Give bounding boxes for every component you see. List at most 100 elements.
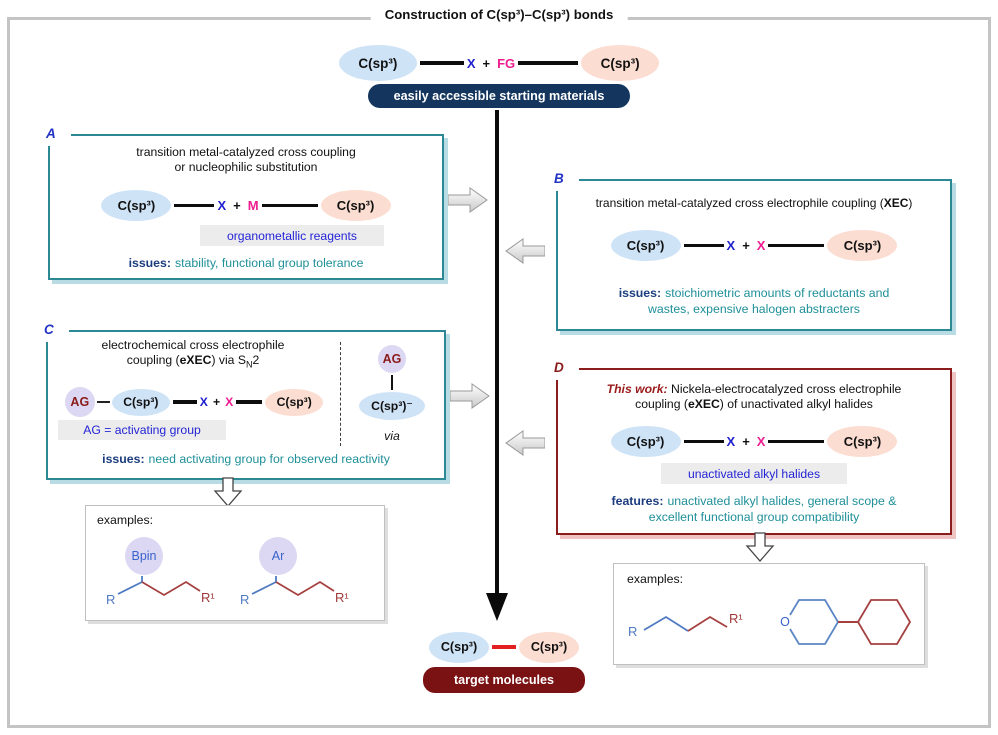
figure-title: Construction of C(sp³)–C(sp³) bonds [370,7,628,22]
activating-group-circle: AG [64,387,95,417]
dashed-divider [340,342,341,446]
new-bond-red [492,645,516,649]
r-label: R [240,592,249,607]
panel-a: A transition metal-catalyzed cross coupl… [45,126,444,280]
bond [236,400,263,404]
bond [768,243,825,248]
panel-c-title-pre: coupling ( [126,353,180,367]
r1-label: R¹ [335,590,349,605]
panel-d-reaction: C(sp³) X + X C(sp³) [558,426,950,457]
panel-c-reaction: AG C(sp³) X + X C(sp³) [48,387,340,417]
unactivated-halides-tag: unactivated alkyl halides [661,463,847,484]
via-intermediate: AG C(sp³)⁻ via [342,345,442,443]
bond [683,243,724,248]
issues-label: issues: [102,452,145,466]
carbanion-ellipse: C(sp³)⁻ [359,392,425,420]
panel-c-issues: issues:need activating group for observe… [48,451,444,467]
ar-label: Ar [272,549,285,563]
plus-sign: + [482,55,491,71]
bond [172,400,197,404]
panel-b-title-post: ) [908,196,913,210]
panel-a-title-line2: or nucleophilic substitution [174,160,318,174]
features-text-line2: excellent functional group compatibility [648,510,860,524]
panel-d-title: This work: Nickela-electrocatalyzed cros… [558,382,950,412]
panel-b: B transition metal-catalyzed cross elect… [553,171,952,331]
vertical-bond [391,375,393,390]
organometallic-reagents-tag: organometallic reagents [200,225,384,246]
main-flow-arrow-head [486,593,508,621]
panel-a-reaction: C(sp³) X + M C(sp³) [50,190,442,221]
halide-x-label: X [199,395,208,409]
sp3-ellipse-pink: C(sp³) [265,388,324,416]
examples-label: examples: [97,513,154,527]
target-molecules-pill: target molecules [423,667,585,693]
panel-c-title: electrochemical cross electrophile coupl… [48,338,338,372]
issues-text: need activating group for observed react… [148,452,390,466]
bond [419,61,464,65]
sp3-ellipse-blue: C(sp³) [610,230,681,261]
examples-box-right: examples: R R¹ O [613,563,925,665]
exec-bold: eXEC [687,397,720,411]
panel-d-title-line1: Nickela-electrocatalyzed cross electroph… [667,382,902,396]
down-arrow-c-examples [213,477,243,507]
r-label: R [628,624,637,639]
this-work-label: This work: [606,382,668,396]
panel-d-title-pre: coupling ( [635,397,688,411]
metal-m-label: M [247,198,259,213]
examples-label: examples: [627,572,684,586]
issues-label: issues: [128,256,171,270]
r-label: R [106,592,115,607]
sp3-ellipse-blue: C(sp³) [610,426,681,457]
bond [174,203,215,208]
sp3-ellipse-blue: C(sp³) [429,631,489,663]
panel-a-label: A [45,126,71,146]
halide-x-label: X [466,55,476,71]
panel-d: D This work: Nickela-electrocatalyzed cr… [553,360,952,535]
halide-x-label-magenta: X [225,395,234,409]
issues-text-line2: wastes, expensive halogen abstracters [648,302,860,316]
panel-b-title-pre: transition metal-catalyzed cross electro… [595,196,884,210]
activating-group-circle: AG [378,345,406,373]
flow-arrow-right-a [448,187,488,213]
panel-c-title-end: 2 [252,353,260,367]
panel-b-title: transition metal-catalyzed cross electro… [558,196,950,211]
halide-x-label: X [726,238,736,253]
molecule-thp-cyclohexane: O [780,599,912,645]
panel-c-title-line1: electrochemical cross electrophile [101,338,285,352]
panel-c: C electrochemical cross electrophile cou… [43,322,446,480]
sp3-ellipse-pink: C(sp³) [827,426,898,457]
panel-a-issues: issues:stability, functional group toler… [50,255,442,271]
molecule-aryl-alkane: Ar R R¹ [240,537,349,607]
r1-label: R¹ [201,590,215,605]
examples-box-left: examples: Bpin R R¹ Ar R R¹ [85,505,385,621]
panel-b-label: B [553,171,579,191]
panel-d-label: D [553,360,579,380]
halide-x-label: X [217,198,227,213]
flow-arrow-left-d [505,430,545,456]
plus-sign: + [742,434,750,449]
panel-d-title-post: ) of unactivated alkyl halides [719,397,873,411]
sp3-ellipse-pink: C(sp³) [519,631,579,663]
xec-bold: XEC [883,196,909,210]
issues-text: stability, functional group tolerance [174,256,364,270]
sp3-ellipse-pink: C(sp³) [320,190,391,221]
bond [518,61,579,65]
flow-arrow-right-c [450,383,490,409]
fg-label: FG [497,55,516,71]
plus-sign: + [212,395,221,409]
panel-c-title-mid: ) via S [211,353,246,367]
bond [261,203,318,208]
panel-b-reaction: C(sp³) X + X C(sp³) [558,230,950,261]
molecule-bpin-alkane: Bpin R R¹ [106,537,215,607]
thin-bond [96,401,110,403]
plus-sign: + [233,198,241,213]
bpin-label: Bpin [131,549,156,563]
sp3-ellipse-blue: C(sp³) [338,45,417,81]
panel-a-title: transition metal-catalyzed cross couplin… [50,145,442,175]
sp3-ellipse-pink: C(sp³) [581,45,660,81]
sp3-ellipse-blue: C(sp³) [111,388,170,416]
activating-group-tag: AG = activating group [58,420,226,440]
features-text-line1: unactivated alkyl halides, general scope… [667,494,897,508]
sn2-subscript: N [245,359,253,370]
